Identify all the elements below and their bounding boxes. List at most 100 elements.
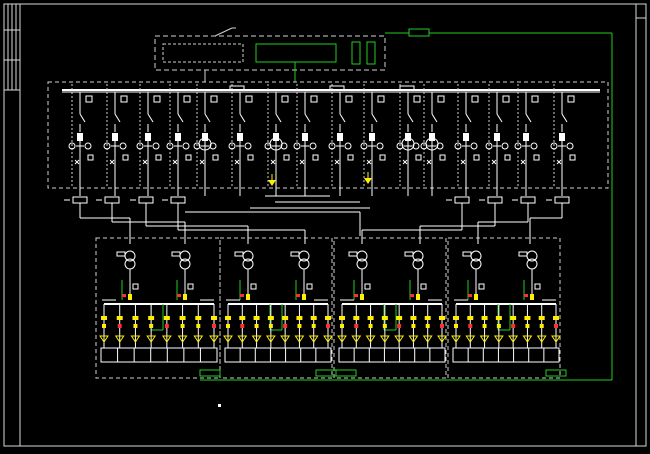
box-substation: [333, 237, 447, 379]
ground-switch-icon: [479, 335, 490, 343]
fuse-icon: [283, 324, 288, 328]
lv-feeder: [237, 304, 248, 348]
fuse-icon: [397, 324, 402, 328]
current-transformer-icon: [569, 154, 576, 161]
fuse-icon: [117, 324, 122, 328]
circuit-breaker-icon: [538, 316, 545, 320]
circuit-breaker-icon: [514, 133, 540, 170]
fuse-icon: [382, 324, 387, 328]
current-transformer-icon: [533, 154, 540, 161]
fuse-icon: [468, 324, 473, 328]
lv-feeder: [193, 304, 204, 348]
bus-section-mark: [229, 85, 245, 91]
breaker-status: [524, 294, 528, 297]
lv-feeder: [437, 304, 447, 348]
lv-feeder: [379, 304, 390, 348]
circuit-breaker-icon: [510, 316, 517, 320]
ground-switch-icon: [308, 335, 319, 343]
current-transformer-icon: [534, 283, 541, 290]
circuit-breaker-icon: [246, 294, 250, 300]
lv-feeder: [351, 304, 362, 348]
current-transformer-icon: [415, 154, 422, 161]
ground-switch-icon: [551, 335, 561, 343]
lv-feeder: [522, 304, 533, 348]
control-cabinet: [154, 27, 613, 380]
ground-switch-icon: [364, 172, 372, 184]
disconnector-icon: [431, 113, 438, 132]
ground-switch-icon: [114, 335, 125, 343]
ground-switch-icon: [223, 335, 233, 343]
relay-icon: [377, 95, 385, 103]
circuit-breaker-icon: [116, 316, 123, 320]
lv-feeder: [493, 304, 504, 348]
circuit-breaker-icon: [339, 316, 345, 320]
ground-switch-icon: [265, 335, 276, 343]
circuit-breaker-icon: [310, 316, 317, 320]
fuse-icon: [226, 324, 230, 328]
ground-switch-icon: [251, 335, 262, 343]
current-transformer-icon: [478, 283, 485, 290]
circuit-breaker-icon: [195, 316, 202, 320]
box-substation: [447, 237, 561, 379]
lv-feeder: [479, 304, 490, 348]
disconnector-icon: [204, 113, 211, 132]
feeder-table: [452, 347, 560, 363]
hv-panel: [103, 84, 129, 196]
relay-icon: [120, 95, 128, 103]
hv-panel: [166, 84, 192, 196]
relay-icon: [210, 95, 218, 103]
relay-icon: [437, 95, 445, 103]
current-transformer-icon: [283, 154, 290, 161]
circuit-breaker-icon: [183, 294, 187, 300]
relay-icon: [310, 95, 318, 103]
current-transformer-icon: [379, 154, 386, 161]
current-transformer-icon: [473, 154, 480, 161]
current-transformer-icon: [132, 283, 139, 290]
lv-feeder: [209, 304, 219, 348]
relay-icon: [345, 95, 353, 103]
disconnector-icon: [79, 113, 86, 132]
feeder-cables: [64, 196, 570, 244]
disconnector-icon: [407, 113, 414, 132]
breaker-status: [296, 294, 300, 297]
circuit-breaker-icon: [239, 316, 246, 320]
bus-section-mark: [399, 85, 415, 91]
current-transformer-icon: [185, 154, 192, 161]
disconnector-icon: [275, 113, 282, 132]
fuse-icon: [525, 324, 530, 328]
feeder-table: [224, 347, 332, 363]
ground-switch-icon: [130, 335, 141, 343]
circuit-breaker-icon: [267, 316, 274, 320]
lv-feeder: [422, 304, 433, 348]
fuse-icon: [240, 324, 245, 328]
disconnector-icon: [496, 113, 503, 132]
circuit-breaker-icon: [454, 133, 480, 170]
circuit-breaker-icon: [420, 133, 446, 170]
lv-feeder: [114, 304, 125, 348]
circuit-breaker-icon: [360, 294, 364, 300]
current-transformer-icon: [306, 283, 313, 290]
current-transformer-icon: [439, 154, 446, 161]
fuse-icon: [354, 324, 359, 328]
circuit-breaker-icon: [228, 133, 254, 170]
circuit-breaker-icon: [367, 316, 374, 320]
disconnector-icon: [465, 113, 472, 132]
fuse-icon: [425, 324, 430, 328]
substation-outline: [95, 237, 221, 379]
current-transformer-icon: [87, 154, 94, 161]
ground-switch-icon: [451, 335, 461, 343]
circuit-breaker-icon: [381, 316, 388, 320]
disconnector-icon: [147, 113, 154, 132]
fuse-icon: [297, 324, 302, 328]
fuse-icon: [149, 324, 154, 328]
transformer-icon: [404, 250, 427, 300]
current-transformer-icon: [420, 283, 427, 290]
sheet-frame: [3, 3, 647, 447]
fuse-icon: [212, 324, 216, 328]
breaker-status: [177, 294, 181, 297]
fuse-icon: [440, 324, 444, 328]
marker-dot: [218, 404, 221, 407]
ground-switch-icon: [365, 335, 376, 343]
bus-section-mark: [329, 85, 345, 91]
circuit-breaker-icon: [424, 316, 431, 320]
